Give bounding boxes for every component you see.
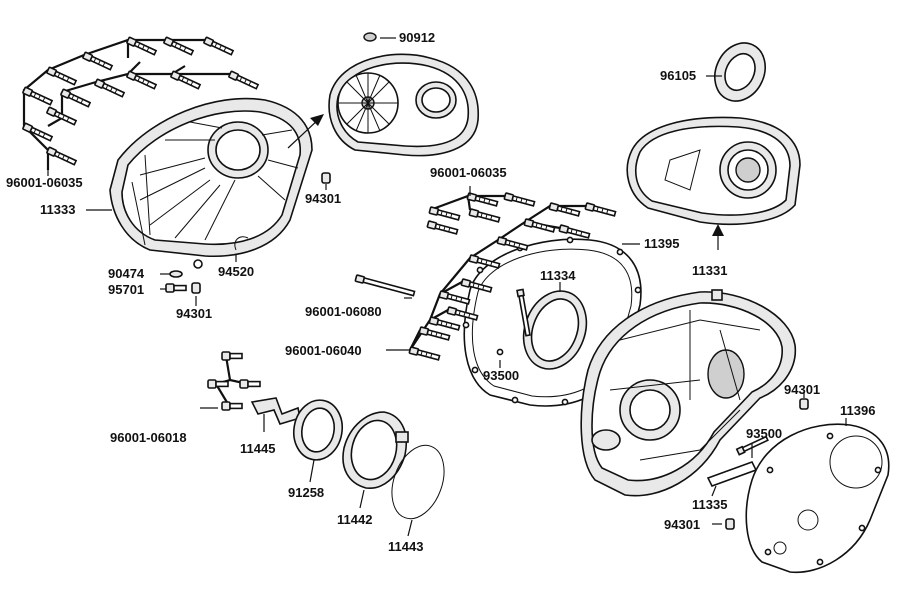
main-case-11331 xyxy=(580,289,797,497)
part-label-96001-06018: 96001-06018 xyxy=(110,430,187,445)
part-label-11396: 11396 xyxy=(840,403,876,418)
part-label-96001-06080: 96001-06080 xyxy=(305,304,382,319)
part-label-93500-right: 93500 xyxy=(746,426,783,441)
part-label-90474: 90474 xyxy=(108,266,145,281)
part-label-11395: 11395 xyxy=(644,236,680,251)
part-label-91258: 91258 xyxy=(288,485,325,500)
part-label-94520: 94520 xyxy=(218,264,255,279)
seal-91258 xyxy=(292,399,344,461)
part-label-11443: 11443 xyxy=(388,539,424,554)
part-label-90912: 90912 xyxy=(399,30,436,45)
bolt-set-96001-06018 xyxy=(207,351,261,411)
housing-11442 xyxy=(342,411,409,489)
part-label-96001-06035-middle: 96001-06035 xyxy=(430,165,507,180)
part-label-11442: 11442 xyxy=(337,512,373,527)
part-label-11333: 11333 xyxy=(40,202,76,217)
part-label-95701: 95701 xyxy=(108,282,145,297)
bracket-11445 xyxy=(250,397,301,425)
part-label-96001-06035-left: 96001-06035 xyxy=(6,175,83,190)
part-label-11335: 11335 xyxy=(692,497,728,512)
leader-lines xyxy=(47,37,847,537)
part-label-11331: 11331 xyxy=(692,263,728,278)
inner-case-top-view xyxy=(626,42,801,250)
oring-11443 xyxy=(391,444,445,520)
bolt-set-96001-06035-middle xyxy=(426,192,617,252)
part-label-96001-06040: 96001-06040 xyxy=(285,343,362,358)
part-label-93500-middle: 93500 xyxy=(483,368,520,383)
gasket-11396 xyxy=(745,423,890,574)
bolt-set-96001-06035-left xyxy=(21,36,260,170)
part-label-94301-left: 94301 xyxy=(176,306,213,321)
part-label-11445: 11445 xyxy=(240,441,276,456)
part-label-94301-bottom: 94301 xyxy=(664,517,701,532)
part-label-94301-right: 94301 xyxy=(784,382,821,397)
part-label-96105: 96105 xyxy=(660,68,697,83)
outer-cover-11333 xyxy=(109,97,313,269)
cover-11334 xyxy=(496,288,588,370)
part-label-94301-top: 94301 xyxy=(305,191,342,206)
bolt-set-96001-06040 xyxy=(354,239,501,362)
cover-inner-view xyxy=(287,32,480,157)
part-label-11334: 11334 xyxy=(540,268,576,283)
